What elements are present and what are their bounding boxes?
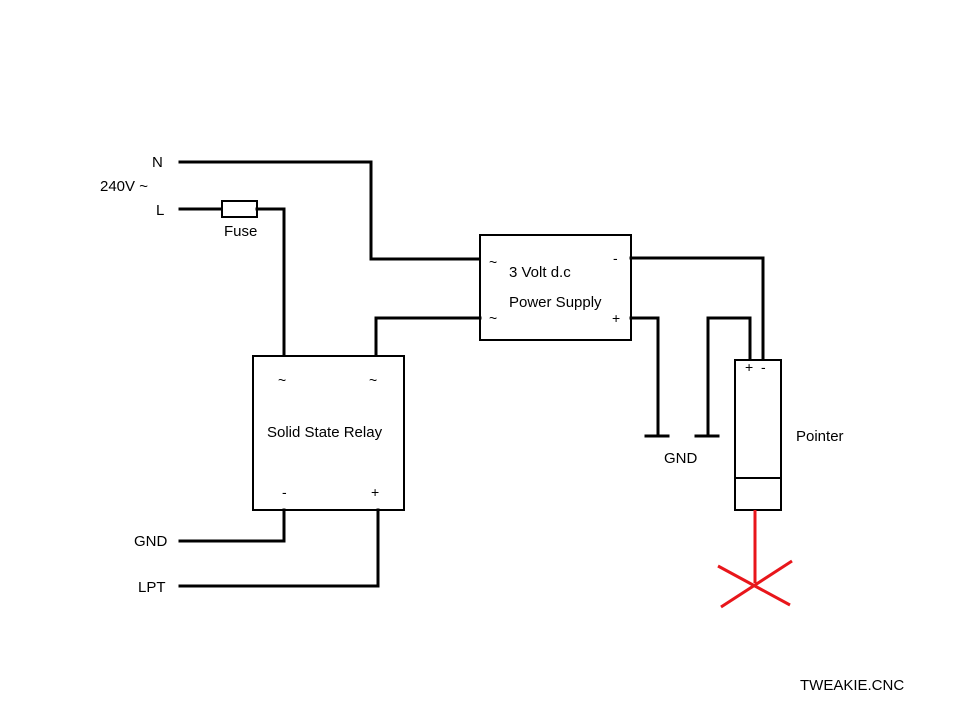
relay-title: Solid State Relay [267,424,383,441]
power-supply-box [479,234,632,341]
pointer-pos-wire [706,316,752,438]
psu-title-line2: Power Supply [509,294,602,311]
pointer-label: Pointer [796,428,844,445]
relay-pos-symbol: + [371,484,379,500]
lpt-label: LPT [138,579,166,596]
pointer-head [734,477,782,511]
psu-ac-in2-symbol: ~ [489,310,497,326]
output-gnd-label: GND [664,450,698,467]
fuse-symbol [221,200,258,218]
voltage-label: 240V ~ [100,178,148,195]
relay-neg-symbol: - [282,484,287,500]
psu-title-line1: 3 Volt d.c [509,264,571,281]
psu-pos-wire [629,316,660,438]
relay-lpt-wire [178,508,380,588]
pointer-body [734,359,782,479]
psu-neg-symbol: - [613,250,618,266]
brand-label: TWEAKIE.CNC [800,677,904,694]
pointer-pos-symbol: + [745,359,753,375]
relay-ac-in-symbol: ~ [278,372,286,388]
psu-ac-in1-symbol: ~ [489,254,497,270]
relay-gnd-wire [178,508,286,543]
relay-gnd-label: GND [134,533,168,550]
laser-cross-stroke-2 [720,559,793,609]
live-label: L [156,202,164,219]
relay-box [252,355,405,511]
relay-ac-out-symbol: ~ [369,372,377,388]
psu-to-relay-wire [374,316,482,358]
psu-neg-wire [629,256,765,362]
neutral-wire [178,160,482,261]
live-wire-to-relay [255,207,286,358]
psu-pos-symbol: + [612,310,620,326]
pointer-neg-symbol: - [761,359,766,375]
neutral-label: N [152,154,163,171]
fuse-label: Fuse [224,223,257,240]
